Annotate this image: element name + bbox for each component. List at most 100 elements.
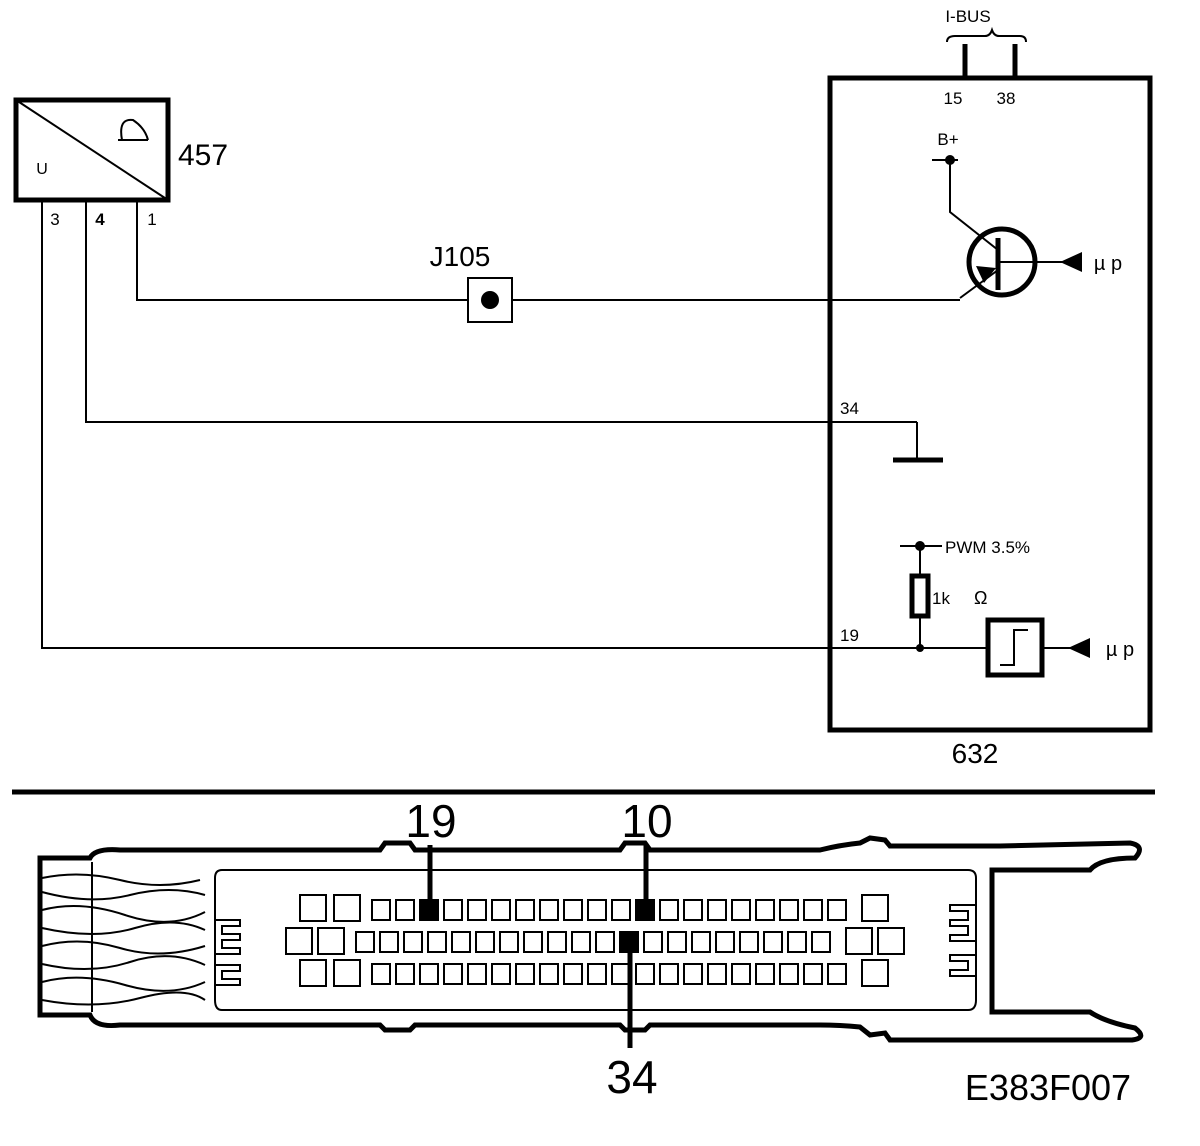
sensor-u-label: U [36, 161, 48, 178]
connector-body [214, 869, 977, 1011]
ohm-label: Ω [974, 588, 987, 608]
pin-cavity [763, 931, 783, 953]
pin-cavity [499, 931, 519, 953]
pin-cavity [515, 899, 535, 921]
ibus-bracket [946, 26, 1027, 43]
ground-icon [830, 421, 943, 463]
pin-cavity [427, 931, 447, 953]
ecu-pin-34: 34 [840, 399, 859, 418]
pin-cavity [419, 963, 439, 985]
pin-cavity [523, 931, 543, 953]
schmitt-trigger-icon [985, 617, 1045, 678]
pin-cavity [755, 899, 775, 921]
wire-pin-1 [136, 200, 468, 301]
input-arrow-icon [1060, 252, 1082, 272]
pin-cavity [563, 899, 583, 921]
pin-cavity [787, 931, 807, 953]
pin-cavity [861, 894, 889, 922]
pin-cavity [443, 899, 463, 921]
pin-cavity [845, 927, 873, 955]
pin-cavity [571, 931, 591, 953]
ecu-632: I-BUS 15 38 632 B+ µ p 34 PWM 3.5% [827, 7, 1153, 769]
pin-cavity [667, 931, 687, 953]
pin-cavity [475, 931, 495, 953]
pin-cavity [467, 963, 487, 985]
pin-34-label: 34 [606, 1051, 657, 1103]
pin-cavity [317, 927, 345, 955]
junction-label: J105 [430, 241, 491, 272]
pin-cavity [811, 931, 831, 953]
pin-cavity [683, 963, 703, 985]
output-arrow-icon [1068, 638, 1090, 658]
ibus-label: I-BUS [945, 7, 990, 26]
pin-cavity [595, 931, 615, 953]
junction-j105: J105 [430, 241, 513, 323]
pin-cavity [803, 963, 823, 985]
sensor-pin-3: 3 [50, 210, 59, 229]
pin-cavity [587, 963, 607, 985]
wire-pin-4 [85, 200, 830, 423]
pin-cavity [371, 963, 391, 985]
sensor-pin-1: 1 [147, 210, 156, 229]
pin-cavity [395, 899, 415, 921]
resistor-icon [909, 573, 931, 619]
pin-cavity [755, 963, 775, 985]
pin-cavity [491, 899, 511, 921]
pin-cavity [587, 899, 607, 921]
pin-cavity [333, 959, 361, 987]
pin-cavity [803, 899, 823, 921]
b-plus-label: B+ [937, 130, 958, 149]
pin-cavity [333, 894, 361, 922]
wire-pin-3 [41, 200, 920, 649]
connector-housing [37, 835, 1144, 1043]
sensor-457: U 457 3 4 1 [13, 97, 228, 229]
pin-19-label: 19 [405, 795, 456, 847]
pin-cavity [285, 927, 313, 955]
wires [41, 200, 960, 649]
pin-cavity [355, 931, 375, 953]
pin-cavity [731, 963, 751, 985]
mu-p-bottom-label: µ p [1106, 639, 1134, 661]
pin-cavity [371, 899, 391, 921]
pin-10-cavity [637, 900, 655, 920]
pin-cavity [827, 899, 847, 921]
rib-right [949, 904, 976, 977]
pin-cavity [827, 963, 847, 985]
pin-cavity [779, 963, 799, 985]
pin-cavity [563, 963, 583, 985]
pin-cavity [779, 899, 799, 921]
pin-10-label: 10 [621, 795, 672, 847]
pin-cavity [659, 963, 679, 985]
pin-cavity [539, 899, 559, 921]
pin-cavity [739, 931, 759, 953]
pin-cavity [379, 931, 399, 953]
pin-cavities [285, 894, 905, 987]
wire-bundle [39, 862, 206, 1012]
mu-p-top-label: µ p [1094, 253, 1122, 275]
pin-cavity [515, 963, 535, 985]
pin-19-cavity [421, 900, 439, 920]
pin-cavity [707, 963, 727, 985]
pwm-label: PWM 3.5% [945, 538, 1030, 557]
pin-cavity [539, 963, 559, 985]
pin-cavity [877, 927, 905, 955]
pin-cavity [395, 963, 415, 985]
pin-cavity [659, 899, 679, 921]
pin-cavity [547, 931, 567, 953]
pin-cavity [683, 899, 703, 921]
sensor-pin-4: 4 [95, 210, 105, 229]
ecu-pin-38: 38 [997, 89, 1016, 108]
figure-code: E383F007 [965, 1067, 1131, 1108]
pin-cavity [707, 899, 727, 921]
pin-cavity [491, 963, 511, 985]
pin-cavity [611, 899, 631, 921]
transistor-icon [949, 160, 1038, 299]
pin-cavity [635, 963, 655, 985]
pin-cavity [691, 931, 711, 953]
pin-cavity [861, 959, 889, 987]
pin-cavity [643, 931, 663, 953]
pin-cavity [611, 963, 631, 985]
pin-34-cavity [621, 932, 639, 952]
pin-cavity [403, 931, 423, 953]
connector-drawing: 19 10 34 [37, 795, 1144, 1103]
